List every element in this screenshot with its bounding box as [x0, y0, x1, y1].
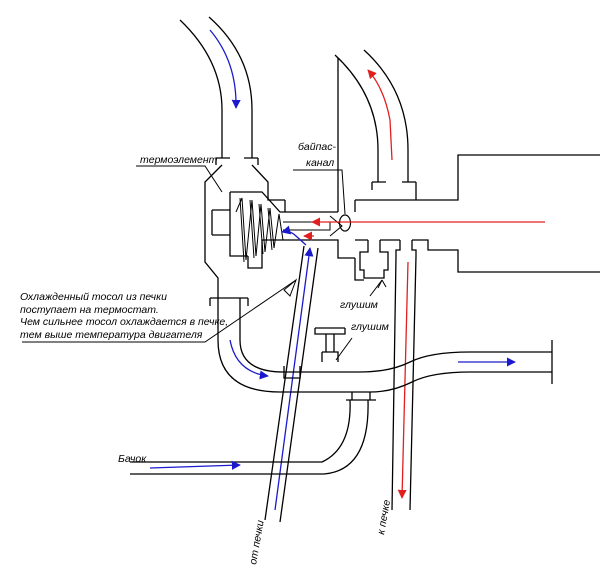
note-line-2: поступает на термостат. — [20, 304, 159, 316]
thermostat-housing — [204, 164, 355, 298]
label-to-heater: к печке — [375, 499, 393, 536]
note-line-4: тем выше температура двигателя — [20, 329, 203, 341]
bypass-label-leader — [293, 169, 346, 215]
note-leader — [22, 279, 297, 343]
upper-outlet-pipe — [334, 49, 417, 212]
label-bypass-line1: байпас- — [298, 141, 336, 153]
to-heater-pipe — [391, 240, 417, 511]
label-plug-lower: глушим — [351, 321, 389, 333]
plug-lower — [314, 327, 346, 362]
plug-upper — [354, 240, 389, 281]
bypass-valve-icon — [338, 214, 352, 232]
loop-flow-arrow — [229, 339, 269, 380]
inlet-pipe — [179, 16, 259, 165]
inlet-flow-arrow — [209, 29, 241, 109]
label-bypass-line2: канал — [306, 157, 334, 169]
from-heater-flow-arrow — [274, 247, 314, 511]
note-line-1: Охлажденный тосол из печки — [20, 291, 167, 303]
upper-hot-flow-arrow — [367, 69, 393, 161]
tank-flow-arrow — [149, 460, 241, 470]
note-line-3: Чем сильнее тосол охлаждается в печке, — [20, 316, 228, 328]
label-tank: Бачок — [118, 453, 147, 465]
plug-lower-leader — [335, 337, 353, 361]
lower-loop-pipe — [130, 297, 553, 475]
from-heater-pipe — [264, 225, 319, 523]
thermo-element-spring — [235, 197, 343, 263]
label-plug-upper: глушим — [340, 299, 378, 311]
plug-upper-leader — [369, 279, 383, 297]
label-thermo-element: термоэлемент — [140, 154, 218, 166]
label-from-heater: от печки — [247, 519, 267, 565]
engine-block — [354, 154, 600, 273]
to-heater-flow-arrow — [397, 261, 409, 499]
thermo-label-leader — [136, 165, 223, 193]
